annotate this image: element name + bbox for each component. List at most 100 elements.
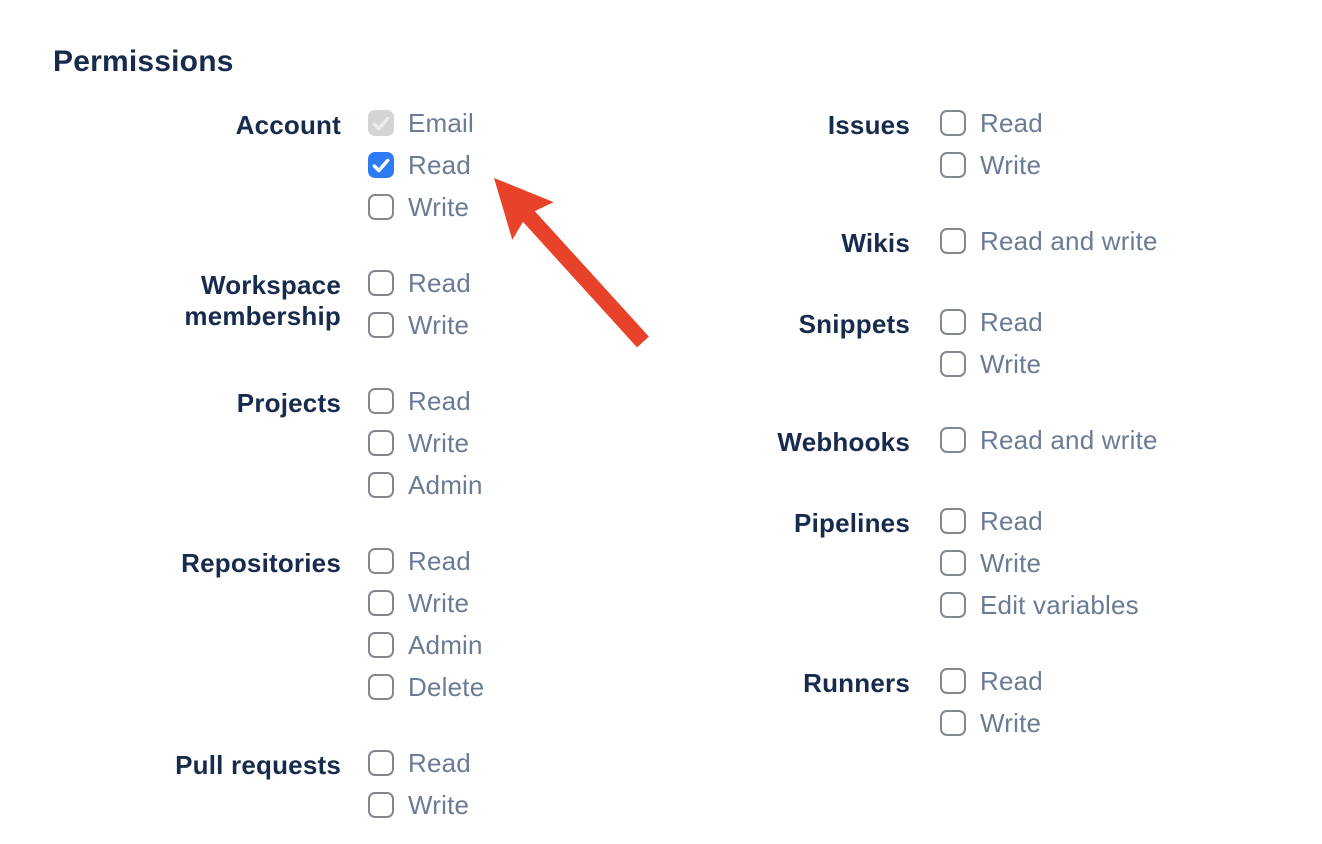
option-label-snippets-read: Read: [980, 306, 1043, 337]
group-label-issues: Issues: [827, 110, 910, 140]
checkbox-repositories-delete[interactable]: [368, 674, 394, 700]
option-label-workspace-membership-read: Read: [408, 267, 471, 298]
permission-group-webhooks: Webhooks Read and write: [660, 424, 1300, 458]
checkmark-icon: [372, 116, 390, 131]
checkbox-projects-read[interactable]: [368, 388, 394, 414]
option-account-write[interactable]: Write: [368, 192, 474, 222]
group-label-projects: Projects: [236, 388, 341, 418]
checkbox-wikis-read-and-write[interactable]: [940, 228, 966, 254]
checkbox-account-write[interactable]: [368, 194, 394, 220]
checkbox-issues-read[interactable]: [940, 110, 966, 136]
option-snippets-write[interactable]: Write: [940, 348, 1043, 379]
option-wikis-read-and-write[interactable]: Read and write: [940, 225, 1158, 256]
option-snippets-read[interactable]: Read: [940, 306, 1043, 337]
option-pull-requests-write[interactable]: Write: [368, 790, 471, 820]
checkbox-pipelines-write[interactable]: [940, 550, 966, 576]
option-label-workspace-membership-write: Write: [408, 309, 470, 340]
group-label-webhooks: Webhooks: [777, 427, 910, 457]
option-webhooks-read-and-write[interactable]: Read and write: [940, 424, 1158, 455]
checkbox-projects-admin[interactable]: [368, 472, 394, 498]
option-pipelines-write[interactable]: Write: [940, 547, 1139, 578]
option-projects-read[interactable]: Read: [368, 386, 483, 416]
option-account-read[interactable]: Read: [368, 150, 474, 180]
checkbox-runners-write[interactable]: [940, 710, 966, 736]
checkbox-snippets-read[interactable]: [940, 309, 966, 335]
checkbox-issues-write[interactable]: [940, 152, 966, 178]
group-options-webhooks: Read and write: [940, 424, 1158, 455]
option-repositories-delete[interactable]: Delete: [368, 672, 484, 702]
option-projects-write[interactable]: Write: [368, 427, 483, 458]
option-label-runners-read: Read: [980, 665, 1043, 696]
checkbox-account-read[interactable]: [368, 152, 394, 178]
option-issues-read[interactable]: Read: [940, 107, 1043, 138]
option-label-snippets-write: Write: [980, 348, 1042, 379]
option-label-projects-write: Write: [408, 427, 470, 458]
checkbox-repositories-read[interactable]: [368, 548, 394, 574]
option-label-wikis-read-and-write: Read and write: [980, 225, 1158, 256]
group-label-runners: Runners: [803, 668, 910, 698]
option-runners-read[interactable]: Read: [940, 665, 1043, 696]
option-label-webhooks-read-and-write: Read and write: [980, 424, 1158, 455]
option-runners-write[interactable]: Write: [940, 707, 1043, 738]
option-workspace-membership-write[interactable]: Write: [368, 309, 471, 340]
checkbox-webhooks-read-and-write[interactable]: [940, 427, 966, 453]
page-title: Permissions: [53, 45, 234, 78]
checkbox-runners-read[interactable]: [940, 668, 966, 694]
option-label-repositories-admin: Admin: [408, 629, 483, 660]
option-label-projects-admin: Admin: [408, 469, 483, 500]
checkbox-workspace-membership-read[interactable]: [368, 270, 394, 296]
checkbox-projects-write[interactable]: [368, 430, 394, 456]
option-label-pipelines-read: Read: [980, 505, 1043, 536]
option-projects-admin[interactable]: Admin: [368, 469, 483, 500]
checkbox-pull-requests-write[interactable]: [368, 792, 394, 818]
group-options-wikis: Read and write: [940, 225, 1158, 256]
checkbox-repositories-admin[interactable]: [368, 632, 394, 658]
option-label-runners-write: Write: [980, 707, 1042, 738]
option-label-issues-write: Write: [980, 149, 1042, 180]
option-label-repositories-read: Read: [408, 545, 471, 576]
group-label-pipelines: Pipelines: [794, 508, 910, 538]
option-label-pull-requests-read: Read: [408, 747, 471, 778]
group-label-pull-requests: Pull requests: [175, 750, 341, 780]
checkbox-pull-requests-read[interactable]: [368, 750, 394, 776]
option-label-pipelines-write: Write: [980, 547, 1042, 578]
option-label-issues-read: Read: [980, 107, 1043, 138]
group-label-account: Account: [235, 110, 341, 140]
checkbox-snippets-write[interactable]: [940, 351, 966, 377]
checkbox-account-email: [368, 110, 394, 136]
option-repositories-write[interactable]: Write: [368, 588, 484, 618]
checkbox-pipelines-read[interactable]: [940, 508, 966, 534]
group-label-snippets: Snippets: [798, 309, 910, 339]
checkbox-repositories-write[interactable]: [368, 590, 394, 616]
option-issues-write[interactable]: Write: [940, 149, 1043, 180]
option-pull-requests-read[interactable]: Read: [368, 747, 471, 778]
option-repositories-read[interactable]: Read: [368, 545, 484, 576]
option-pipelines-read[interactable]: Read: [940, 505, 1139, 536]
checkmark-icon: [372, 158, 390, 173]
option-label-account-email: Email: [408, 107, 475, 138]
option-repositories-admin[interactable]: Admin: [368, 629, 484, 660]
checkbox-pipelines-edit-variables[interactable]: [940, 592, 966, 618]
option-workspace-membership-read[interactable]: Read: [368, 267, 471, 298]
option-pipelines-edit-variables[interactable]: Edit variables: [940, 590, 1139, 620]
checkbox-workspace-membership-write[interactable]: [368, 312, 394, 338]
